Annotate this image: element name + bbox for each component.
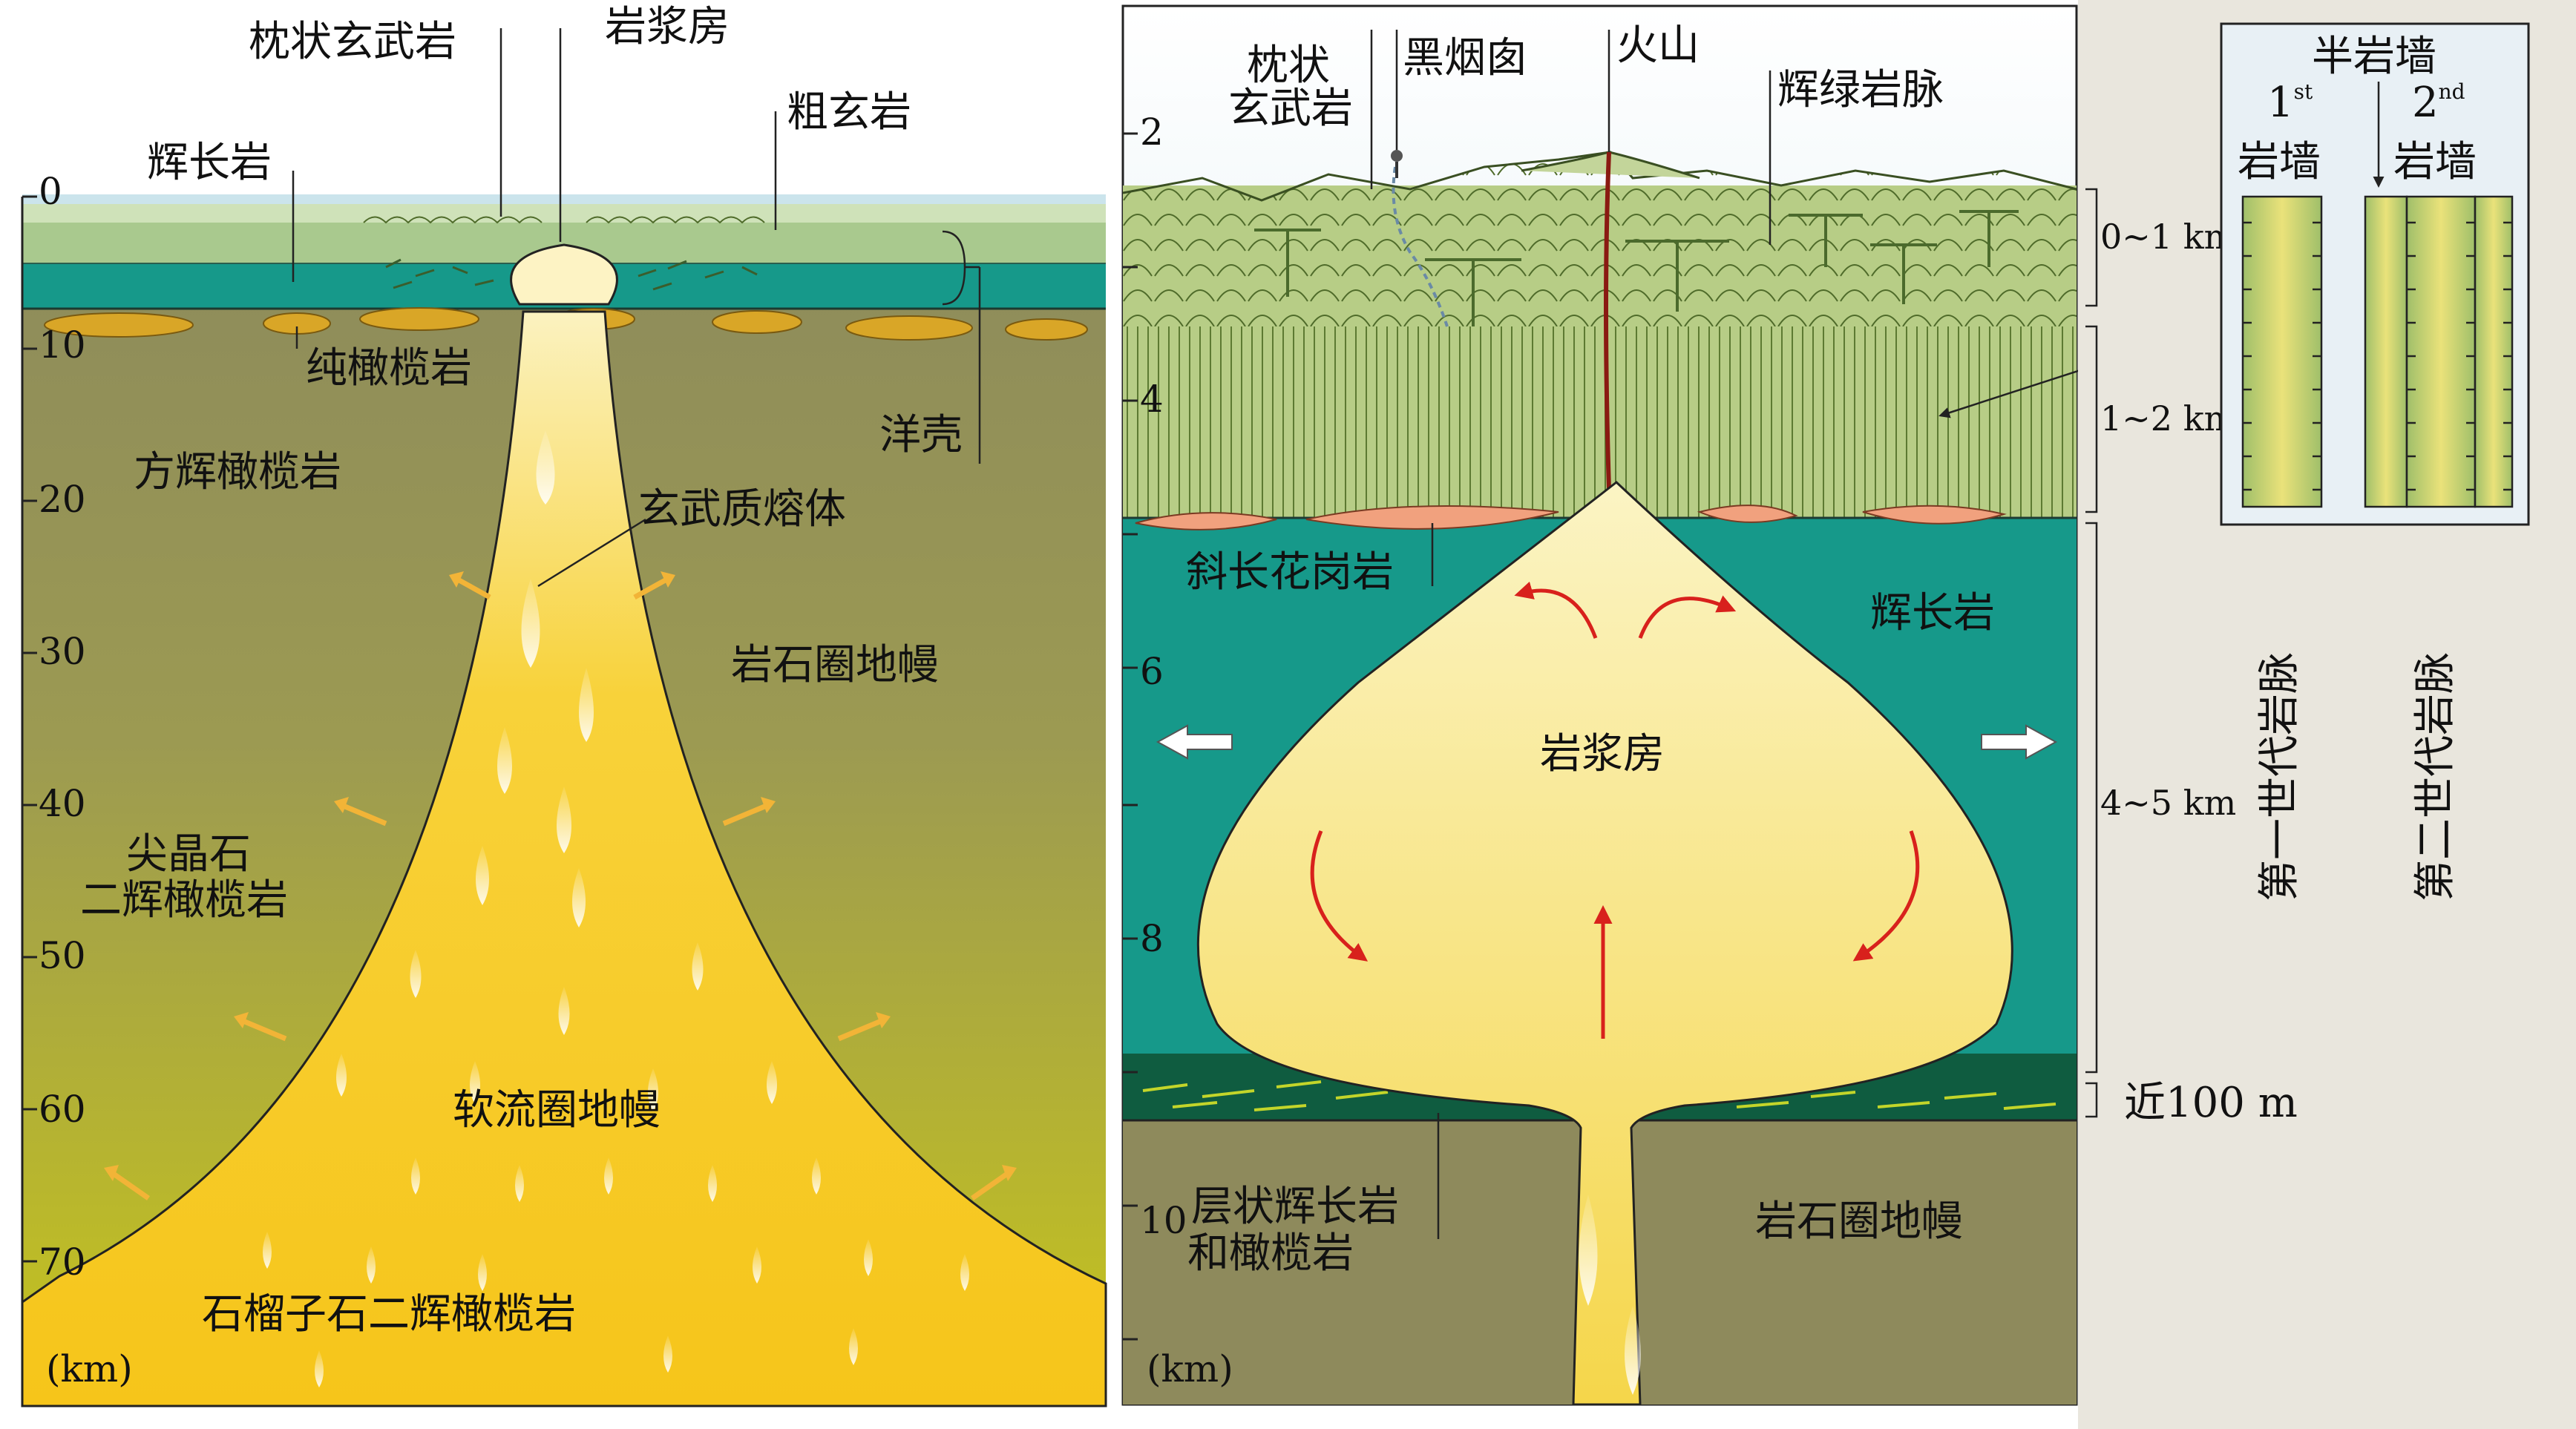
label-garnet-lherzolite: 石榴子石二辉橄榄岩 xyxy=(202,1290,576,1338)
label-spinel-1: 尖晶石 xyxy=(126,830,251,878)
label-oceanic-crust: 洋壳 xyxy=(879,411,963,459)
black-smoker xyxy=(1391,150,1449,327)
inset-title: 半岩墙 xyxy=(2312,33,2436,81)
left-unit: (km) xyxy=(46,1347,133,1390)
thickness-1-2km: 1~2 km xyxy=(2100,398,2236,438)
left-tick-30: 30 xyxy=(39,630,86,673)
label-pillow-basalt: 枕状玄武岩 xyxy=(249,18,456,66)
left-depth-ticks xyxy=(22,195,37,1263)
label-plagiogranite: 斜长花岗岩 xyxy=(1186,548,1394,597)
basalt-hatch xyxy=(385,258,758,291)
thickness-4-5km: 4~5 km xyxy=(2100,783,2236,823)
label-right-magma-chamber: 岩浆房 xyxy=(1540,730,1665,778)
left-panel: 0 10 20 30 40 50 60 70 (km) 枕状玄武岩 岩浆房 粗玄… xyxy=(21,3,1107,1407)
label-left-lithospheric-mantle: 岩石圈地幔 xyxy=(731,641,939,689)
label-layered-2: 和橄榄岩 xyxy=(1187,1229,1354,1278)
layered-hatch xyxy=(1142,1080,2056,1111)
left-basalt-layer xyxy=(22,204,1106,223)
right-panel: 2 4 6 8 10 (km) 枕状 玄武岩 黑烟囱 火山 辉绿岩脉 斜长花岗岩… xyxy=(1121,4,2198,1406)
second-gen-dike-right xyxy=(2474,195,2514,508)
label-first-gen-dikes: 第一世代岩脉 xyxy=(2255,652,2304,901)
label-right-pillow-2: 玄武岩 xyxy=(1228,85,1353,133)
second-gen-dike-left xyxy=(2364,195,2408,508)
left-tick-50: 50 xyxy=(39,934,86,977)
label-spinel-2: 二辉橄榄岩 xyxy=(80,876,288,924)
right-tick-10: 10 xyxy=(1140,1199,1187,1242)
left-tick-20: 20 xyxy=(39,478,86,521)
convection-arrows xyxy=(1310,581,1920,1039)
left-leader-lines xyxy=(292,28,981,588)
thickness-0-1km: 0~1 km xyxy=(2100,217,2236,257)
label-second-gen-dikes: 第二世代岩脉 xyxy=(2411,652,2459,901)
spreading-arrows xyxy=(1156,724,2058,760)
label-volcano: 火山 xyxy=(1616,22,1700,70)
right-unit: (km) xyxy=(1147,1347,1233,1390)
right-magma-chamber xyxy=(1196,481,2013,1406)
left-tick-10: 10 xyxy=(39,323,86,367)
label-left-gabbro: 辉长岩 xyxy=(147,139,272,187)
melt-escape-arrows xyxy=(104,571,1017,1200)
first-gen-dike xyxy=(2241,195,2323,508)
label-asthenosphere: 软流圈地幔 xyxy=(453,1086,661,1134)
melt-droplets xyxy=(263,430,969,1387)
label-dolerite: 粗玄岩 xyxy=(787,88,911,137)
thickness-brackets xyxy=(2085,188,2098,1118)
right-depth-ticks xyxy=(1123,132,1138,1341)
right-tick-6: 6 xyxy=(1140,650,1164,693)
right-leader-lines xyxy=(1370,30,2198,1239)
left-tick-60: 60 xyxy=(39,1088,86,1131)
inset-second-num: 2nd xyxy=(2412,79,2465,127)
inset-wall-1: 岩墙 xyxy=(2238,138,2321,186)
label-right-lithospheric-mantle: 岩石圈地幔 xyxy=(1755,1198,1963,1246)
label-right-gabbro: 辉长岩 xyxy=(1870,589,1995,637)
label-harzburgite: 方辉橄榄岩 xyxy=(134,448,341,496)
dike-inset: 半岩墙 1st 2nd 岩墙 岩墙 xyxy=(2220,22,2530,526)
side-strip: 0~1 km 1~2 km 4~5 km 近100 m 半岩墙 1st 2nd … xyxy=(2078,0,2576,1429)
second-gen-dike-mid xyxy=(2405,195,2477,508)
inset-first-num: 1st xyxy=(2267,79,2313,127)
label-right-pillow-1: 枕状 xyxy=(1247,42,1330,90)
label-left-magma-chamber: 岩浆房 xyxy=(605,3,730,51)
left-tick-40: 40 xyxy=(39,782,86,825)
label-layered-1: 层状辉长岩 xyxy=(1191,1183,1399,1231)
thickness-100m: 近100 m xyxy=(2124,1079,2298,1127)
right-tick-2: 2 xyxy=(1140,111,1164,154)
diabase-sills xyxy=(1254,210,2019,326)
label-dunite: 纯橄榄岩 xyxy=(306,344,472,392)
label-basaltic-melt: 玄武质熔体 xyxy=(638,485,846,533)
label-black-smoker: 黑烟囱 xyxy=(1403,34,1527,82)
right-tick-4: 4 xyxy=(1140,378,1164,421)
right-tick-8: 8 xyxy=(1140,917,1164,960)
left-magma-chamber xyxy=(510,243,618,306)
inset-wall-2: 岩墙 xyxy=(2393,138,2477,186)
label-diabase-dikes: 辉绿岩脉 xyxy=(1777,66,1944,114)
melt-cone xyxy=(21,310,1107,1407)
left-sea xyxy=(22,194,1106,204)
left-tick-70: 70 xyxy=(39,1241,86,1284)
left-tick-0: 0 xyxy=(39,170,62,213)
plagiogranite-lenses xyxy=(1135,505,2007,530)
pillow-cluster xyxy=(363,216,765,224)
volcano-conduit xyxy=(1604,151,1611,490)
